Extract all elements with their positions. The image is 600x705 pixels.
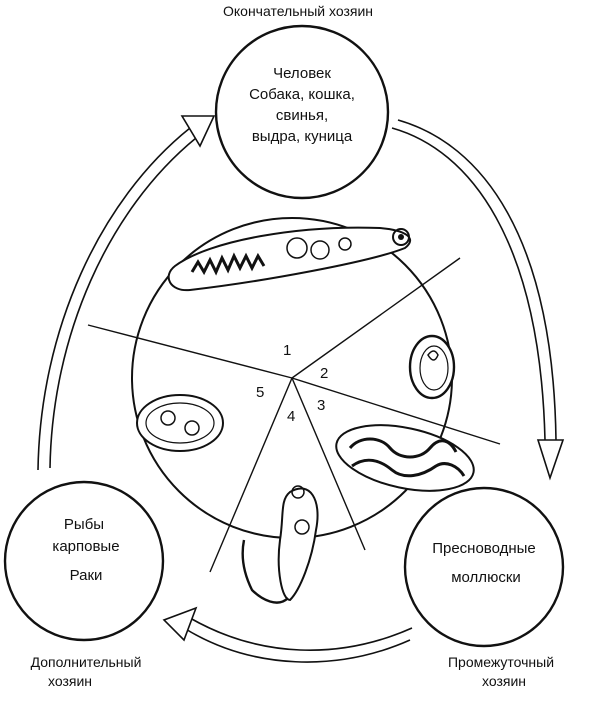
arrow-to-additional: [162, 606, 413, 663]
metacercaria-illustration: [136, 394, 224, 452]
arrow-to-intermediate: [391, 119, 565, 481]
additional-host-text: Рыбы карповые Раки: [52, 516, 119, 584]
intermediate-host-line: моллюски: [451, 569, 521, 586]
redia-illustration: [335, 424, 475, 492]
definitive-host-line: выдра, куница: [252, 128, 353, 145]
intermediate-host-circle: [403, 486, 565, 648]
additional-host-line: Раки: [70, 567, 103, 584]
additional-host-caption-1: Дополнительный: [31, 654, 142, 670]
additional-host-caption-2: хозяин: [48, 673, 92, 689]
cycle-arrows: [37, 115, 565, 663]
stage-label-1: 1: [283, 342, 291, 359]
arrow-to-definitive: [37, 115, 216, 471]
stage-label-4: 4: [287, 408, 295, 425]
additional-host-circle: [3, 480, 165, 642]
intermediate-host-caption-2: хозяин: [482, 673, 526, 689]
definitive-host-line: Человек: [273, 65, 331, 82]
stage-label-2: 2: [320, 365, 328, 382]
definitive-host-line: свинья,: [276, 107, 328, 124]
additional-host-line: Рыбы: [64, 516, 104, 533]
definitive-host-line: Собака, кошка,: [249, 86, 355, 103]
cercaria-illustration: [241, 485, 319, 604]
stage-label-3: 3: [317, 397, 325, 414]
definitive-host-circle: [214, 24, 390, 200]
stage-dividers: [87, 257, 501, 573]
intermediate-host-text: Пресноводные моллюски: [432, 540, 536, 586]
stage-label-5: 5: [256, 384, 264, 401]
definitive-host-caption: Окончательный хозяин: [223, 3, 373, 19]
intermediate-host-caption-1: Промежуточный: [448, 654, 554, 670]
adult-fluke-illustration: [167, 226, 412, 292]
additional-host-line: карповые: [52, 538, 119, 555]
egg-illustration: [408, 334, 456, 400]
definitive-host-text: Человек Собака, кошка, свинья, выдра, ку…: [249, 65, 355, 145]
intermediate-host-line: Пресноводные: [432, 540, 536, 557]
